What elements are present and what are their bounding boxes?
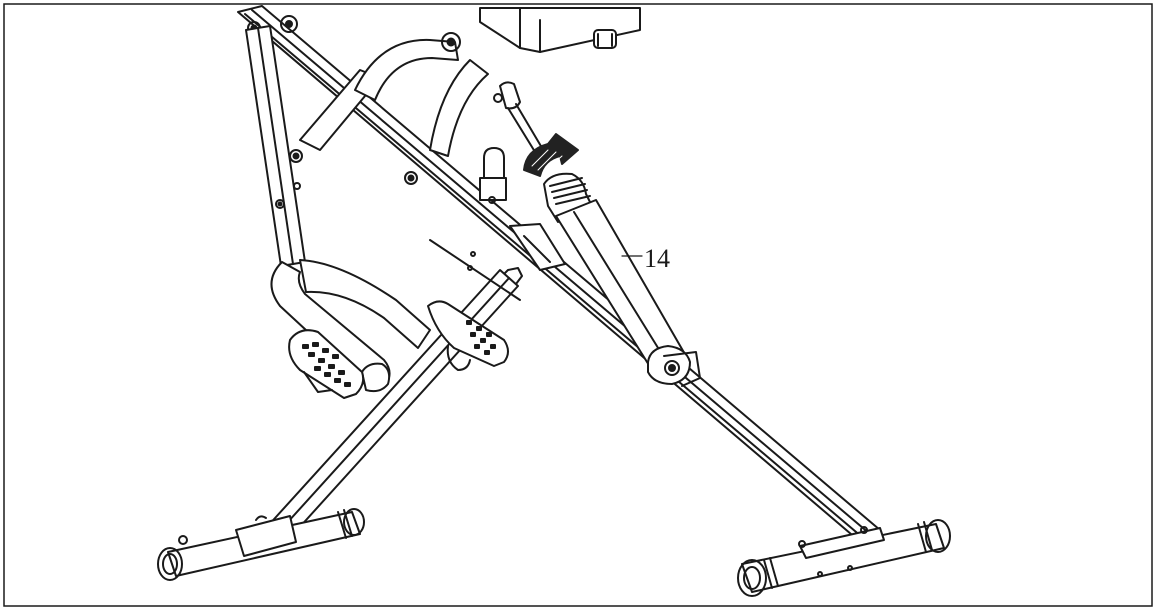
seat-post: [479, 147, 566, 271]
callout-label-14: 14: [644, 244, 670, 273]
rear-stabilizer: [157, 508, 365, 581]
left-pedal: [288, 329, 365, 399]
rotation-arrow-icon: [523, 133, 579, 177]
seat-bracket: [479, 7, 641, 53]
diagram-frame: [3, 3, 1153, 607]
curved-handlebar: [280, 15, 489, 157]
adjustment-strut: [543, 172, 701, 387]
crank-frame: [270, 251, 476, 393]
right-pedal: [427, 300, 509, 371]
front-stabilizer: [737, 519, 951, 597]
